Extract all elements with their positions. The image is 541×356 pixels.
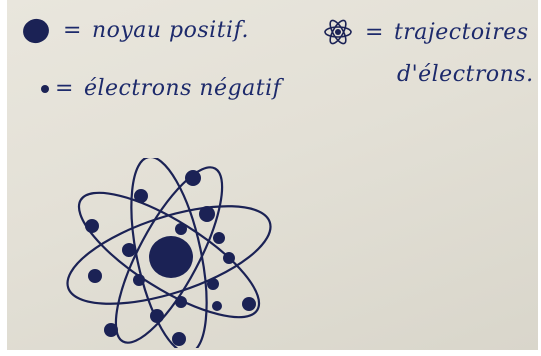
electron: [175, 223, 187, 235]
electron: [172, 332, 186, 346]
orbit-3: [130, 158, 208, 348]
equals-sign: =: [55, 76, 74, 101]
electron: [185, 170, 201, 186]
electron: [104, 323, 118, 337]
electron: [223, 252, 235, 264]
orbit-group: [66, 158, 272, 348]
electron: [85, 219, 99, 233]
orbit-2: [77, 191, 261, 319]
electron: [134, 189, 148, 203]
electron-group: [85, 170, 256, 346]
notebook-page: = noyau positif. = électrons négatif = t…: [7, 0, 538, 350]
electron-icon: [41, 84, 49, 93]
legend-item-trajectory: = trajectoires: [323, 17, 529, 47]
electron: [150, 309, 164, 323]
atom-drawing: [66, 158, 272, 348]
electron: [199, 206, 215, 222]
electron: [242, 297, 256, 311]
legend-item-nucleus: = noyau positif.: [20, 15, 249, 46]
nucleus: [149, 236, 193, 278]
equals-sign: =: [63, 18, 82, 43]
legend-item-electron: = électrons négatif: [41, 76, 281, 101]
trajectory-label-continued: d'électrons.: [397, 62, 534, 87]
legend: = noyau positif. = électrons négatif = t…: [7, 0, 538, 120]
equals-sign: =: [365, 19, 384, 45]
trajectory-label: trajectoires: [393, 19, 529, 45]
atom-orbit-icon: [324, 19, 352, 45]
electron: [88, 269, 102, 283]
electron: [207, 278, 219, 290]
orbit-1: [66, 205, 272, 305]
orbit-4: [114, 166, 224, 344]
electron: [213, 232, 225, 244]
electron: [212, 301, 222, 311]
electron-label: électrons négatif: [83, 76, 282, 101]
electron: [175, 296, 187, 308]
electron: [122, 243, 136, 257]
electron: [133, 274, 145, 286]
nucleus-icon: [20, 15, 52, 46]
nucleus-label: noyau positif.: [91, 18, 249, 43]
